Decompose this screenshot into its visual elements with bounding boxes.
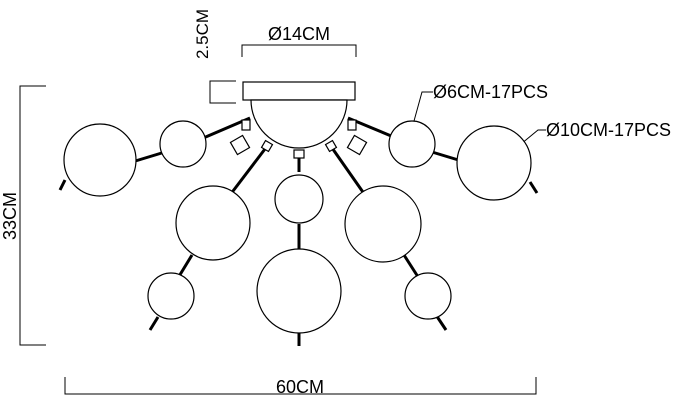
- base-height-label: 2.5CM: [193, 9, 212, 59]
- rod-left-tip: [58, 179, 67, 191]
- total-height-label: 33CM: [0, 192, 20, 240]
- rod-midleft-lower: [176, 254, 194, 279]
- canopy-plate: [242, 81, 356, 101]
- socket-left-small: [241, 119, 251, 131]
- rod-left-upper-mid: [131, 150, 166, 164]
- large-globe-label: Ø10CM-17PCS: [546, 120, 671, 140]
- globe-large-midright: [344, 185, 422, 263]
- rod-midleft: [228, 144, 270, 196]
- socket-midright: [324, 139, 338, 153]
- rod-midleft-tip: [148, 316, 160, 331]
- total-width-bracket: [64, 377, 537, 395]
- socket-left: [229, 134, 251, 156]
- total-width-label: 60CM: [276, 377, 324, 397]
- base-diameter-bracket: [241, 44, 357, 57]
- globe-small-upper-right: [388, 120, 436, 168]
- rod-right-tip: [528, 181, 539, 194]
- globe-large-left: [63, 123, 137, 197]
- small-globe-leader: [413, 91, 433, 122]
- total-height-bracket: [19, 85, 46, 346]
- socket-center: [293, 149, 305, 159]
- globe-small-center: [274, 174, 324, 224]
- globe-large-right: [456, 125, 532, 201]
- globe-small-lower-left: [147, 272, 195, 320]
- globe-small-upper-left: [159, 120, 207, 168]
- globes: [63, 120, 532, 334]
- base-height-bracket: [209, 80, 236, 104]
- small-globe-label: Ø6CM-17PCS: [433, 82, 548, 102]
- socket-right-small: [347, 119, 357, 131]
- base-diameter-label: Ø14CM: [268, 24, 330, 44]
- canopy: [229, 81, 368, 159]
- globe-small-lower-right: [404, 272, 452, 320]
- socket-right: [346, 134, 368, 156]
- large-globe-leader: [520, 129, 546, 145]
- rod-midright: [328, 144, 367, 196]
- dimension-lines: [19, 44, 546, 395]
- globe-large-center: [256, 248, 342, 334]
- socket-midleft: [260, 139, 274, 153]
- globe-large-midleft: [175, 185, 251, 261]
- canopy-dome: [250, 99, 348, 149]
